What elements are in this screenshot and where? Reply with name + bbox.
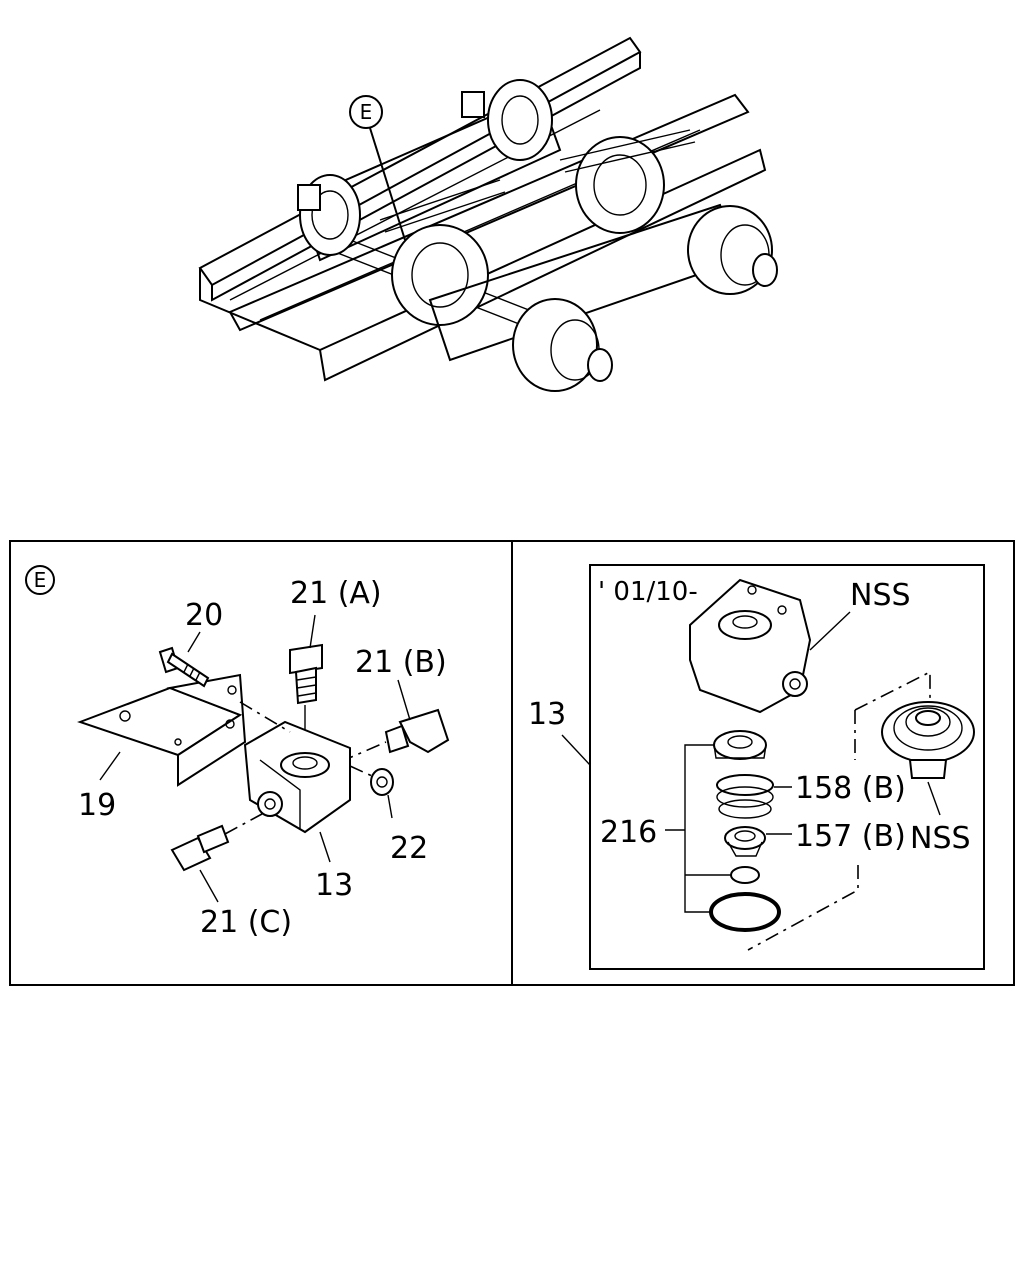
label-13-outer: 13 <box>528 697 566 732</box>
cap-nss <box>881 701 975 779</box>
label-21b: 21 (B) <box>355 645 447 680</box>
chassis-overview <box>198 36 778 392</box>
label-157b: 157 (B) <box>795 819 906 854</box>
panel-right: 13 ' 01/10- NSS NSS <box>528 564 985 970</box>
label-158b: 158 (B) <box>795 771 906 806</box>
label-20: 20 <box>185 598 223 633</box>
valve-body-nss <box>689 578 812 714</box>
label-nss-top: NSS <box>850 578 911 613</box>
panel-left-callout-e-text: E <box>34 568 47 592</box>
label-216: 216 <box>600 815 657 850</box>
label-22: 22 <box>390 831 428 866</box>
label-19: 19 <box>78 788 116 823</box>
valve-157b <box>724 826 766 857</box>
seat <box>713 730 767 760</box>
inner-box <box>589 564 985 970</box>
date-code: ' 01/10- <box>598 577 698 607</box>
bolt-20 <box>158 646 210 688</box>
body-13 <box>243 720 351 834</box>
panel-left: E <box>25 565 450 940</box>
o-ring-small <box>730 866 760 884</box>
label-nss-right: NSS <box>910 821 971 856</box>
nut-22 <box>370 768 394 796</box>
o-ring-large <box>709 892 781 932</box>
panel-left-callout-e: E <box>25 565 55 595</box>
overview-callout-e: E <box>349 95 383 129</box>
overview-callout-e-text: E <box>360 100 373 124</box>
label-13-left: 13 <box>315 868 353 903</box>
spring-158b <box>716 774 774 819</box>
bracket-19 <box>77 673 247 787</box>
label-21a: 21 (A) <box>290 576 382 611</box>
fitting-21a <box>289 643 323 740</box>
fitting-21b <box>339 708 450 763</box>
label-21c: 21 (C) <box>200 905 292 940</box>
fitting-21c <box>170 813 263 872</box>
